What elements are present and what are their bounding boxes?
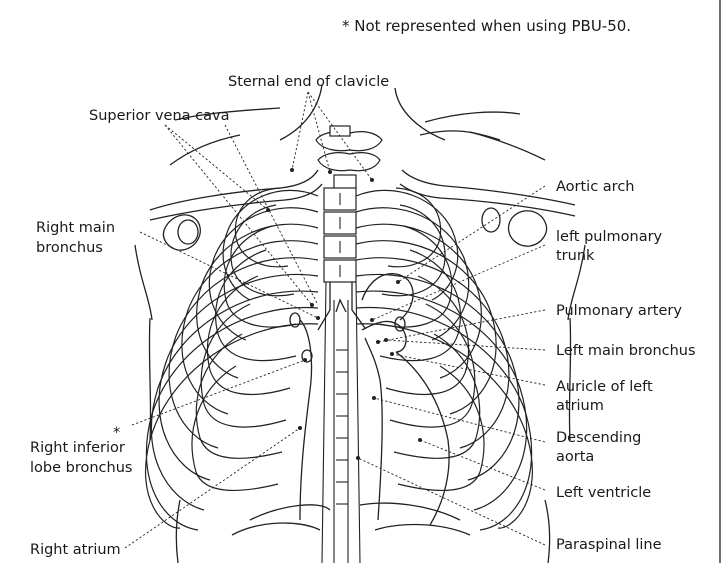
asterisk-mark: * — [113, 425, 120, 441]
label-paraspinal-line: Paraspinal line — [556, 537, 662, 553]
label-right-atrium: Right atrium — [30, 542, 121, 558]
thoracic-spine — [322, 188, 360, 563]
label-descending-aorta: Descending — [556, 430, 641, 446]
label-left-main-bronchus: Left main bronchus — [556, 343, 696, 359]
label-right-inferior-lobe-bronchus-line2: lobe bronchus — [30, 460, 132, 476]
label-descending-aorta-line2: aorta — [556, 449, 594, 465]
label-left-ventricle: Left ventricle — [556, 485, 651, 501]
label-right-main-bronchus: Right main — [36, 220, 115, 236]
ribs-left — [356, 188, 532, 530]
chest-illustration — [135, 85, 585, 563]
label-right-main-bronchus-line2: bronchus — [36, 240, 103, 256]
label-right-inferior-lobe-bronchus: Right inferior — [30, 440, 125, 456]
label-left-pulmonary-trunk-line2: trunk — [556, 248, 595, 264]
footnote: * Not represented when using PBU-50. — [342, 17, 631, 35]
label-auricle-of-left-atrium: Auricle of left — [556, 379, 653, 395]
label-auricle-of-left-atrium-line2: atrium — [556, 398, 604, 414]
ribs-right — [146, 188, 318, 530]
label-pulmonary-artery: Pulmonary artery — [556, 303, 682, 319]
label-superior-vena-cava: Superior vena cava — [89, 108, 229, 124]
label-left-pulmonary-trunk: left pulmonary — [556, 229, 663, 245]
label-aortic-arch: Aortic arch — [556, 179, 634, 195]
label-sternal-end-of-clavicle: Sternal end of clavicle — [228, 74, 389, 90]
